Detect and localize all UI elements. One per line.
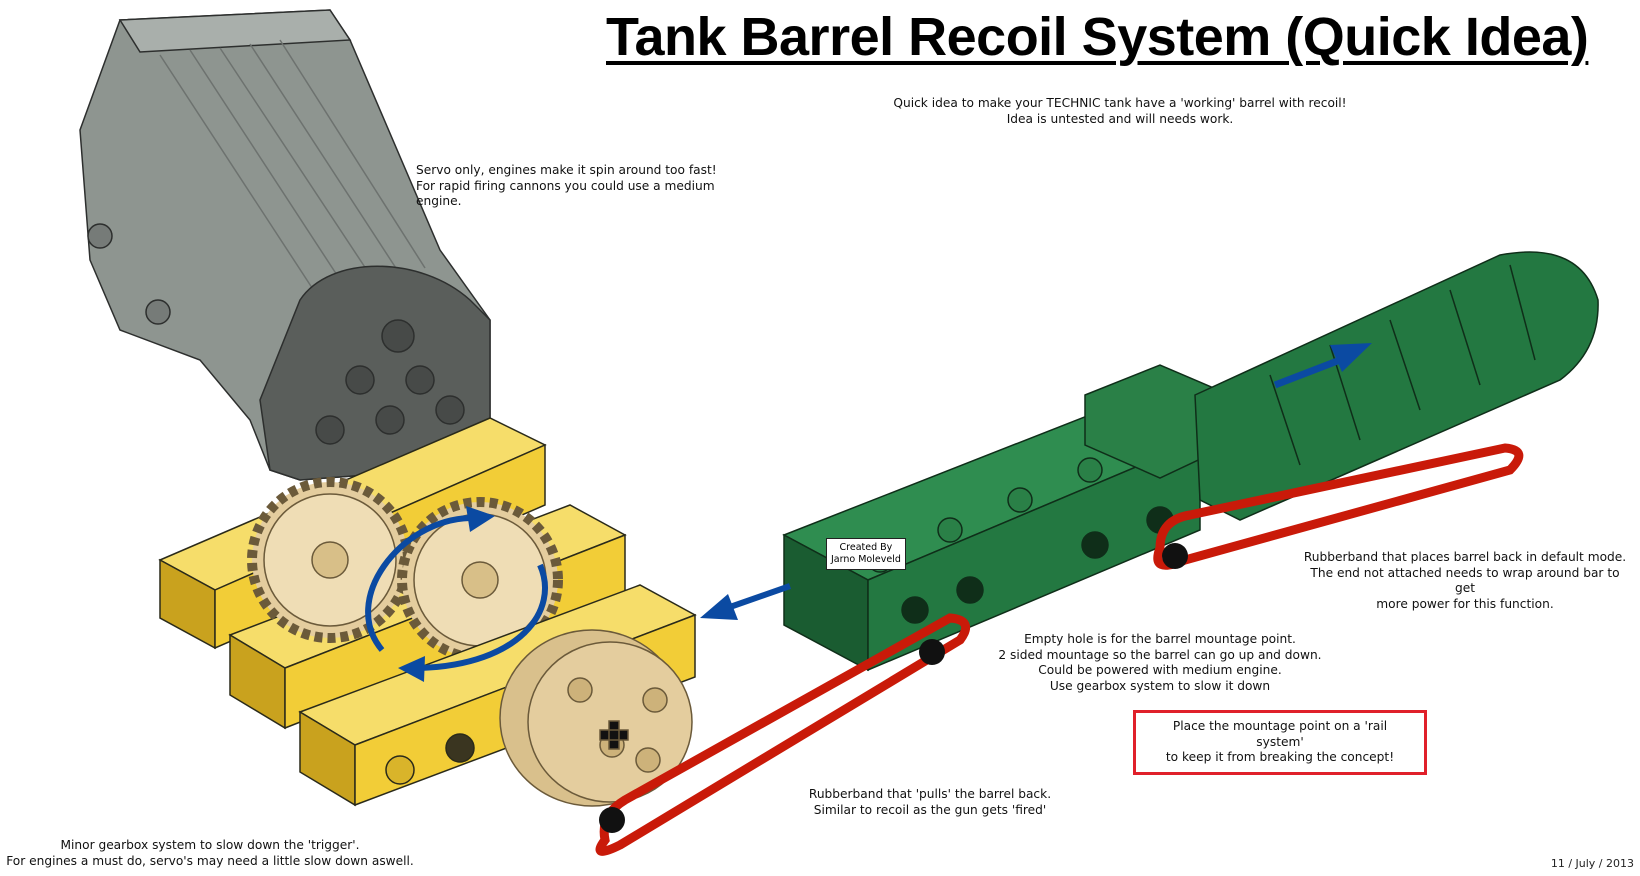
rubberband-default-note: Rubberband that places barrel back in de… [1303,550,1627,611]
gear-upper [247,477,413,643]
rotation-arrow [365,515,548,671]
credit-label: Created By Jarno Moleveld [826,538,906,570]
empty-hole-note: Empty hole is for the barrel mountage po… [998,632,1322,693]
page-title: Tank Barrel Recoil System (Quick Idea) [606,7,1589,67]
forward-arrow-right [1273,343,1372,389]
rotation-arrowhead-top [466,506,495,532]
rubberband-default [1153,443,1524,570]
intro-text: Quick idea to make your TECHNIC tank hav… [893,96,1347,126]
servo-motor [79,9,491,481]
rail-system-callout: Place the mountage point on a 'rail syst… [1133,710,1427,775]
gearbox-note: Minor gearbox system to slow down the 't… [6,838,414,868]
tan-wheel [499,629,693,807]
bushing-right [1162,543,1188,569]
date-label: 11 / July / 2013 [1550,857,1634,870]
recoil-arrow-left [700,583,791,620]
bushing-lower [599,807,625,833]
servo-note: Servo only, engines make it spin around … [416,163,717,208]
rotation-arrowhead-bottom [398,656,425,682]
bushing-upper [919,639,945,665]
rubberband-pull-note: Rubberband that 'pulls' the barrel back.… [808,787,1052,817]
